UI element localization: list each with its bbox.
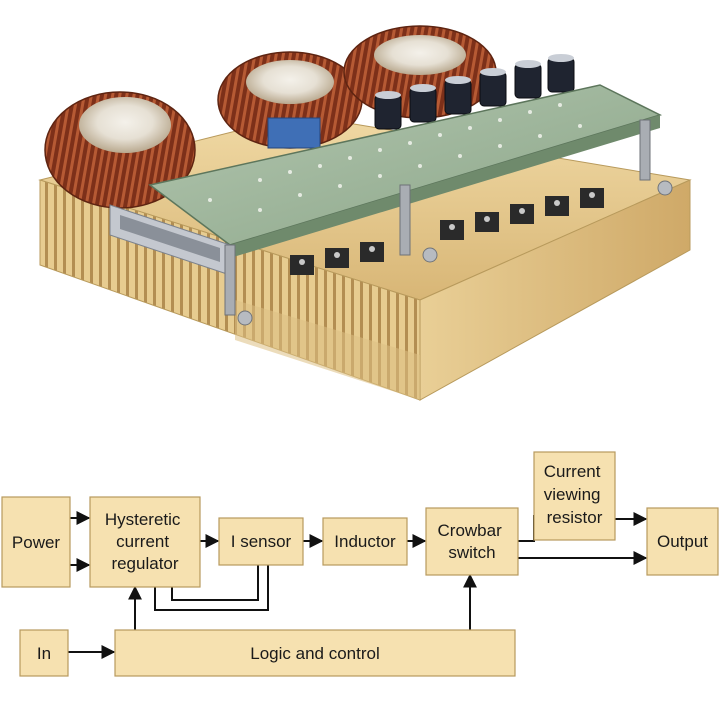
power-block: Power bbox=[1, 496, 71, 588]
power-label: Power bbox=[12, 533, 61, 552]
inductor-label: Inductor bbox=[334, 532, 396, 551]
toroid-inductor-left bbox=[44, 91, 196, 209]
circuit-board bbox=[148, 84, 663, 258]
in-block: In bbox=[19, 629, 69, 677]
logic-and-control-block: Logic and control bbox=[114, 629, 516, 677]
capacitor-row bbox=[374, 54, 575, 130]
crowbar-label: Crowbar switch bbox=[438, 521, 507, 562]
hysteretic-current-regulator-block: Hysteretic current regulator bbox=[89, 496, 201, 588]
output-block: Output bbox=[646, 507, 719, 576]
resistor-label: Current viewing resistor bbox=[544, 462, 605, 527]
transistor-row bbox=[290, 188, 604, 275]
output-label: Output bbox=[657, 532, 708, 551]
power-module-photo bbox=[38, 25, 692, 401]
in-label: In bbox=[37, 644, 51, 663]
standoffs bbox=[224, 119, 651, 316]
i-sensor-label: I sensor bbox=[231, 532, 292, 551]
i-sensor-block: I sensor bbox=[218, 517, 304, 566]
blue-component bbox=[267, 117, 321, 149]
crowbar-switch-block: Crowbar switch bbox=[425, 507, 519, 576]
logic-label: Logic and control bbox=[250, 644, 379, 663]
inductor-block: Inductor bbox=[322, 517, 408, 566]
current-viewing-resistor-block: Current viewing resistor bbox=[533, 451, 616, 541]
mounting-screws bbox=[237, 180, 673, 326]
regulator-label: Hysteretic current regulator bbox=[105, 510, 185, 573]
